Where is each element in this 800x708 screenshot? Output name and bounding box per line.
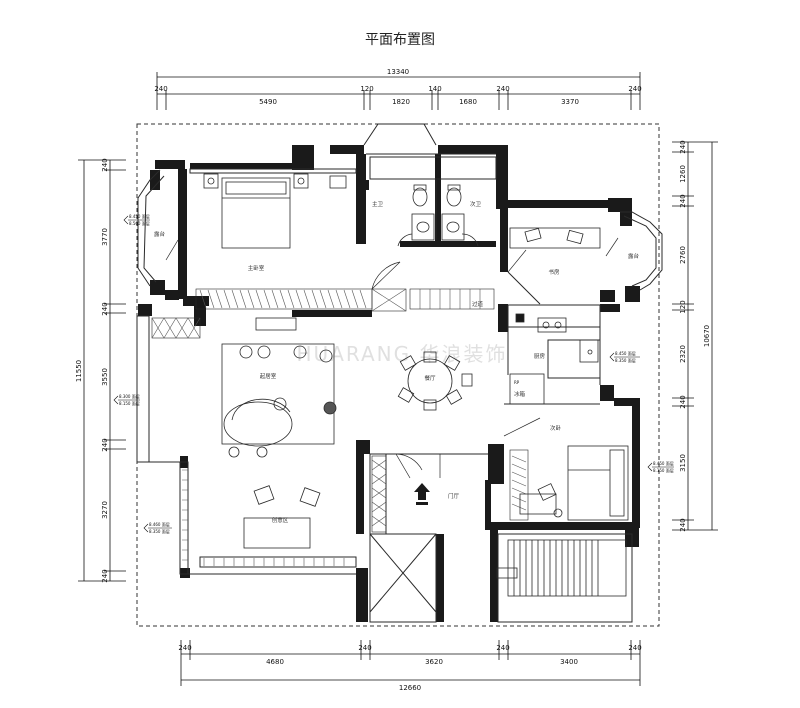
bottom-dimensions [180, 640, 641, 686]
wardrobe-hatch [151, 288, 529, 566]
room-study: 书房 [548, 268, 560, 276]
thin-walls [136, 123, 663, 623]
dim-top-6: 1680 [459, 98, 477, 106]
room-fridge-sub: RP [514, 380, 520, 385]
dim-right-2: 1260 [679, 165, 687, 183]
dim-top-8: 3370 [561, 98, 579, 106]
beds [221, 177, 629, 521]
level-tag-5: 8.460 面层 8.350 面层 [143, 521, 172, 534]
left-dimensions [78, 159, 126, 582]
right-dimensions [672, 141, 718, 531]
dim-right-6: 2320 [679, 345, 687, 363]
watermark: HUARANG 华浪装饰 [297, 342, 508, 366]
room-master-bedroom: 主卧室 [248, 264, 265, 272]
dim-left-total: 11550 [75, 360, 83, 382]
level-tag-3-a: 8.450 面层 [615, 350, 636, 356]
dim-top-4: 1820 [392, 98, 410, 106]
dim-left-4: 3550 [101, 368, 109, 386]
room-corridor: 过道 [472, 300, 484, 308]
level-tag-4-b: 8.150 面层 [653, 467, 674, 473]
dim-right-7: 240 [679, 395, 687, 408]
dim-bottom-7: 240 [628, 644, 641, 652]
dim-left-2: 3770 [101, 228, 109, 246]
walls [138, 145, 640, 622]
level-tag-3: 8.450 面层 8.350 面层 [609, 350, 640, 363]
room-entrance: 门厅 [448, 492, 460, 500]
level-tag-2-a: 8.300 面层 [119, 393, 140, 399]
dim-bottom-5: 240 [496, 644, 509, 652]
level-tag-1-a: 8.450 面层 [129, 213, 150, 219]
dim-left-7: 240 [101, 569, 109, 582]
entrance-arrow-icon [414, 483, 430, 505]
level-tag-1-b: 8.560 面层 [129, 220, 150, 226]
room-fridge: 冰箱 [514, 390, 526, 398]
room-dining: 餐厅 [424, 374, 436, 382]
dim-top-9: 240 [628, 85, 641, 93]
room-creative: 创意区 [272, 516, 289, 524]
dim-bottom-3: 240 [358, 644, 371, 652]
level-tag-5-b: 8.350 面层 [149, 528, 170, 534]
dim-top-7: 240 [496, 85, 509, 93]
dim-top-1: 240 [154, 85, 167, 93]
dim-left-3: 240 [101, 302, 109, 315]
dim-left-6: 3270 [101, 501, 109, 519]
plan-title: 平面布置图 [365, 32, 435, 48]
dim-left-5: 240 [101, 438, 109, 451]
level-tag-3-b: 8.350 面层 [615, 357, 636, 363]
room-living: 起居室 [260, 372, 277, 380]
level-tag-4: 8.450 面层 8.150 面层 [647, 460, 674, 473]
dim-bottom-6: 3400 [560, 658, 578, 666]
dim-right-1: 240 [679, 140, 687, 153]
dim-right-4: 2760 [679, 246, 687, 264]
top-dimensions [156, 72, 641, 110]
dim-bottom-2: 4680 [266, 658, 284, 666]
dim-top-5: 140 [428, 85, 441, 93]
level-tag-5-a: 8.460 面层 [149, 521, 170, 527]
room-master-bath: 主卫 [372, 200, 384, 208]
dim-left-1: 240 [101, 158, 109, 171]
level-tag-2-b: 8.150 面层 [119, 400, 140, 406]
level-tag-1: 8.450 面层 8.560 面层 [123, 213, 150, 226]
dim-top-total: 13340 [387, 68, 409, 76]
room-balcony-left: 露台 [154, 230, 166, 238]
dim-right-9: 240 [679, 518, 687, 531]
dim-bottom-4: 3620 [425, 658, 443, 666]
dim-top-2: 5490 [259, 98, 277, 106]
level-tag-2: 8.300 面层 8.150 面层 [113, 393, 140, 406]
dim-right-5: 120 [679, 300, 687, 313]
doors [165, 237, 619, 479]
room-kitchen: 厨房 [534, 352, 546, 360]
bathroom-fixtures [397, 180, 479, 247]
level-tag-4-a: 8.450 面层 [653, 460, 674, 466]
dim-right-8: 3150 [679, 454, 687, 472]
dim-right-3: 240 [679, 194, 687, 207]
kitchen-fixtures [509, 313, 599, 405]
dim-top-3: 120 [360, 85, 373, 93]
dim-bottom-total: 12660 [399, 684, 421, 692]
site-boundary [136, 123, 660, 627]
room-balcony-right: 露台 [628, 252, 640, 260]
room-second-bedroom: 次卧 [550, 424, 562, 432]
staircase [496, 539, 627, 597]
dim-bottom-1: 240 [178, 644, 191, 652]
room-guest-bath: 次卫 [470, 200, 482, 208]
furniture [203, 173, 601, 549]
dim-right-total: 10670 [703, 325, 711, 347]
